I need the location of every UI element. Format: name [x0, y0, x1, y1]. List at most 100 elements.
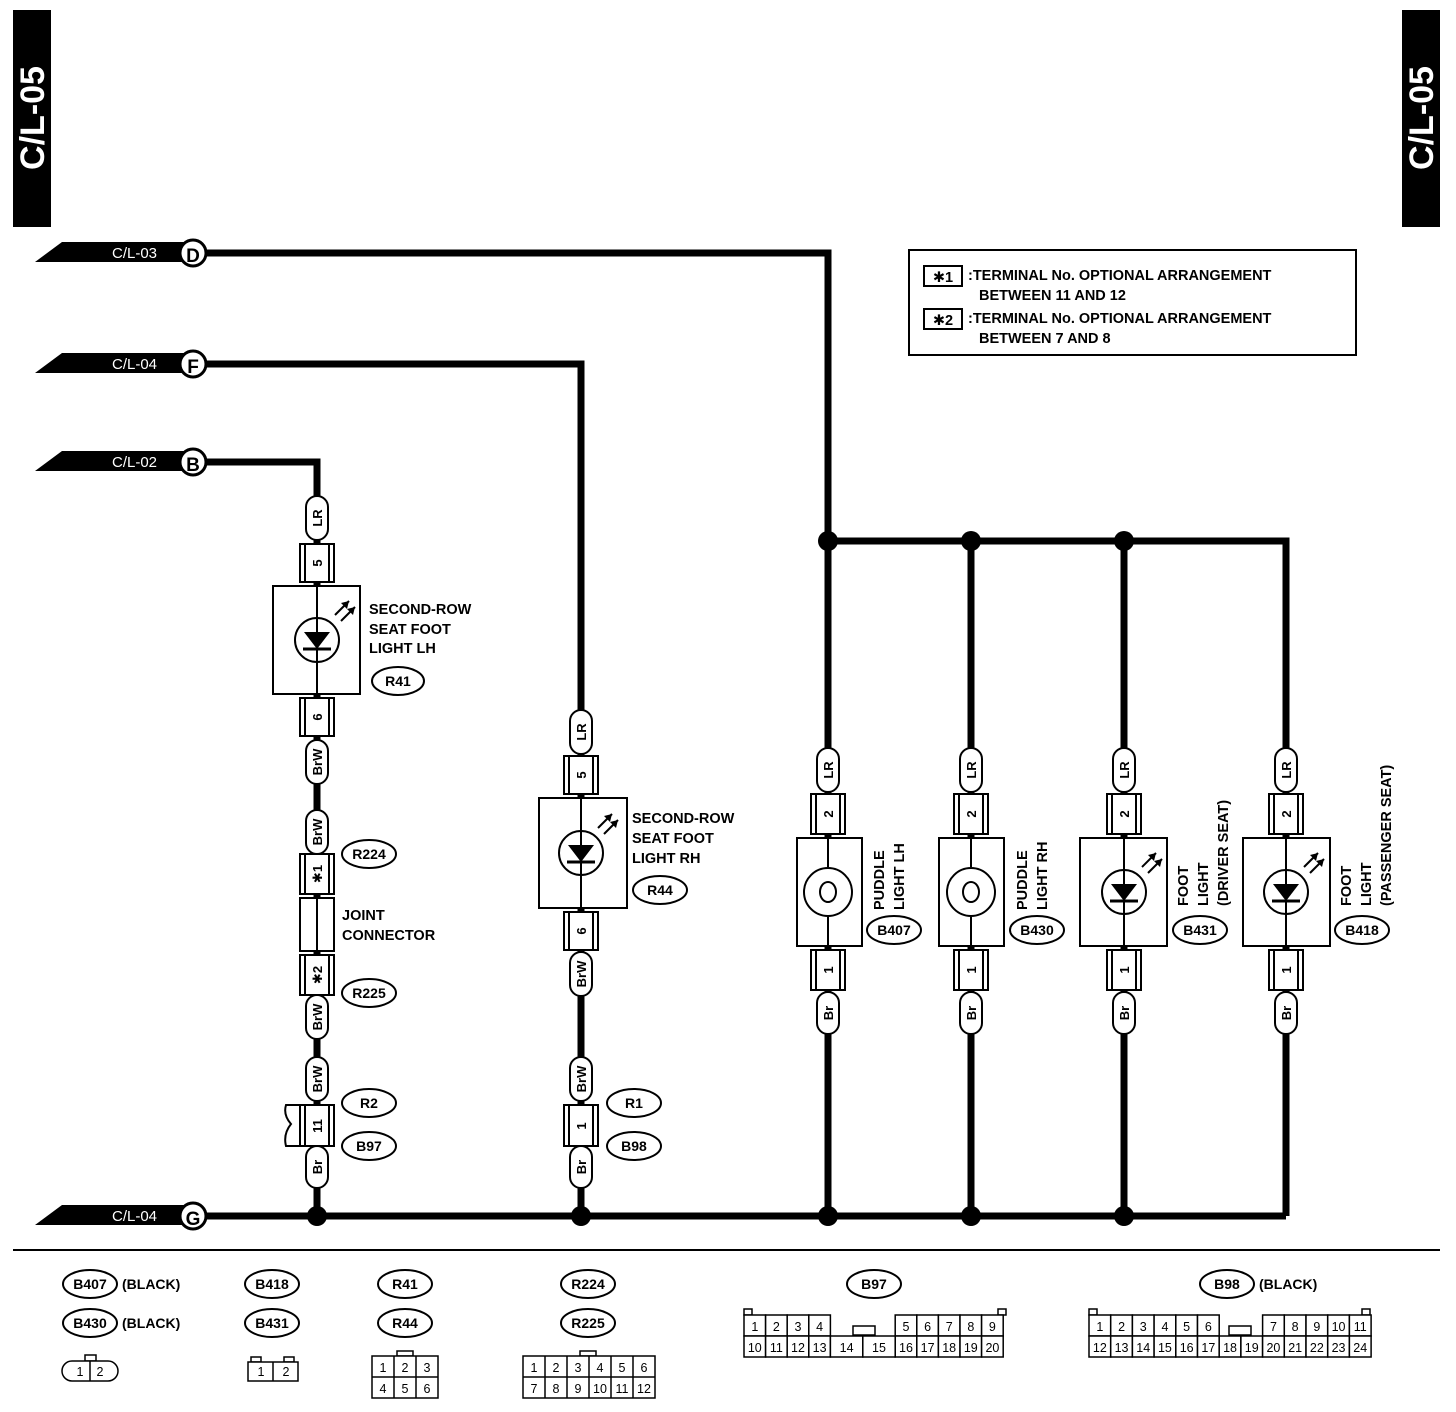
- svg-text:5: 5: [310, 559, 325, 566]
- svg-text:4: 4: [597, 1361, 604, 1375]
- junction-dots: [307, 531, 1134, 1226]
- b98-pin-14-label: 14: [1136, 1341, 1150, 1355]
- b98-pin-20-label: 20: [1266, 1341, 1280, 1355]
- svg-text:1: 1: [964, 966, 979, 973]
- b97-pin-13-label: 13: [813, 1341, 827, 1355]
- svg-text:4: 4: [380, 1382, 387, 1396]
- component-r44: [538, 797, 628, 909]
- wires: [206, 249, 1290, 1220]
- svg-text:C/L-04: C/L-04: [112, 356, 157, 373]
- pin-b431-2: 2: [1106, 793, 1142, 835]
- svg-text:G: G: [186, 1209, 201, 1230]
- b98-pin-22-label: 22: [1310, 1341, 1324, 1355]
- b98-pin-24-label: 24: [1353, 1341, 1367, 1355]
- svg-text::TERMINAL No. OPTIONAL ARRANGE: :TERMINAL No. OPTIONAL ARRANGEMENT: [968, 268, 1272, 284]
- b97-pin-15-cell: [862, 1335, 896, 1358]
- b97-pin-1-label: 1: [751, 1320, 758, 1334]
- svg-text:11: 11: [616, 1382, 629, 1396]
- b418-label-2: LIGHT: [1359, 862, 1375, 906]
- b97-pin-9-label: 9: [989, 1320, 996, 1334]
- component-b430: [938, 837, 1005, 947]
- b97-pin-7-label: 7: [946, 1320, 953, 1334]
- b98-pin-9-label: 9: [1313, 1320, 1320, 1334]
- svg-text:2: 2: [964, 810, 979, 817]
- conn-badge-r1: R1: [606, 1088, 662, 1118]
- b98-pin-1-label: 1: [1096, 1320, 1103, 1334]
- b418-label-1: FOOT: [1339, 866, 1355, 906]
- svg-text:BrW: BrW: [310, 1065, 325, 1092]
- b97-pin-5-label: 5: [903, 1320, 910, 1334]
- svg-text:2: 2: [283, 1365, 290, 1379]
- input-ref-d: C/L-03 D: [35, 238, 208, 268]
- svg-text:LR: LR: [964, 761, 979, 779]
- pin-b407-1: 1: [810, 949, 846, 991]
- svg-text:R1: R1: [625, 1095, 643, 1111]
- b98-pin-19-label: 19: [1245, 1341, 1259, 1355]
- svg-text:C/L-02: C/L-02: [112, 454, 157, 471]
- svg-text:1: 1: [821, 966, 836, 973]
- svg-text:C/L-05: C/L-05: [1403, 66, 1441, 170]
- b407-label-2: LIGHT LH: [892, 843, 908, 910]
- connector-r2-b97: 11: [284, 1104, 335, 1147]
- svg-text:LR: LR: [1117, 761, 1132, 779]
- pin-b430-2: 2: [953, 793, 989, 835]
- b431-label-2: LIGHT: [1196, 862, 1212, 906]
- svg-text:BrW: BrW: [574, 960, 589, 987]
- input-ref-g: C/L-04 G: [35, 1201, 208, 1231]
- svg-text:C/L-04: C/L-04: [112, 1208, 157, 1225]
- wire-label-brw-r224: BrW: [305, 809, 329, 855]
- svg-text:B97: B97: [861, 1276, 887, 1292]
- conn-table-b407-b430: B407 (BLACK) B430 (BLACK) 1 2: [61, 1269, 180, 1382]
- svg-text:(BLACK): (BLACK): [122, 1315, 180, 1331]
- svg-text:2: 2: [1279, 810, 1294, 817]
- svg-text:R224: R224: [352, 846, 386, 862]
- b97-pin-3-label: 3: [795, 1320, 802, 1334]
- wire-label-br-b98: Br: [569, 1145, 593, 1189]
- b98-pin-4-label: 4: [1161, 1320, 1168, 1334]
- svg-text:BrW: BrW: [310, 1003, 325, 1030]
- b98-pin-2-label: 2: [1118, 1320, 1125, 1334]
- b97-pin-2-label: 2: [773, 1320, 780, 1334]
- pin-b407-2: 2: [810, 793, 846, 835]
- b97-pin-15-label: 15: [872, 1341, 886, 1355]
- pin-r44-5: 5: [563, 755, 599, 795]
- b97-pin-8-label: 8: [967, 1320, 974, 1334]
- svg-text:8: 8: [553, 1382, 560, 1396]
- svg-text:B430: B430: [1020, 922, 1054, 938]
- wire-label-br-b97: Br: [305, 1145, 329, 1189]
- wire-label-br-b407: Br: [816, 991, 840, 1035]
- pin-r41-6: 6: [299, 697, 335, 737]
- wire-label-lr-b430: LR: [959, 747, 983, 793]
- svg-text:2: 2: [1117, 810, 1132, 817]
- svg-text:R44: R44: [392, 1315, 418, 1331]
- conn-badge-b98: B98: [606, 1131, 662, 1161]
- svg-text:B418: B418: [1345, 922, 1379, 938]
- b431-label-3: (DRIVER SEAT): [1216, 800, 1232, 906]
- r41-label-2: SEAT FOOT: [369, 622, 451, 638]
- component-r41: [272, 585, 361, 695]
- conn-badge-r41: R41: [371, 666, 425, 696]
- svg-text:B431: B431: [1183, 922, 1217, 938]
- b97-pin-6-label: 6: [924, 1320, 931, 1334]
- svg-text:B431: B431: [255, 1315, 289, 1331]
- svg-text:✱1: ✱1: [310, 865, 325, 883]
- svg-text:Br: Br: [574, 1160, 589, 1174]
- svg-text:1: 1: [574, 1122, 589, 1129]
- wire-label-br-b430: Br: [959, 991, 983, 1035]
- b97-pin-18-label: 18: [942, 1341, 956, 1355]
- b97-pin-19-label: 19: [964, 1341, 978, 1355]
- svg-text:7: 7: [531, 1382, 538, 1396]
- svg-text:BrW: BrW: [310, 748, 325, 775]
- svg-text:6: 6: [641, 1361, 648, 1375]
- b407-label-1: PUDDLE: [872, 850, 888, 910]
- b98-pin-16-label: 16: [1180, 1341, 1194, 1355]
- pin-b430-1: 1: [953, 949, 989, 991]
- b98-pin-21-label: 21: [1288, 1341, 1302, 1355]
- b97-pin-16-label: 16: [899, 1341, 913, 1355]
- wire-label-lr-r41: LR: [305, 495, 329, 541]
- input-ref-f: C/L-04 F: [35, 349, 208, 379]
- svg-text:6: 6: [424, 1382, 431, 1396]
- svg-text:R41: R41: [392, 1276, 418, 1292]
